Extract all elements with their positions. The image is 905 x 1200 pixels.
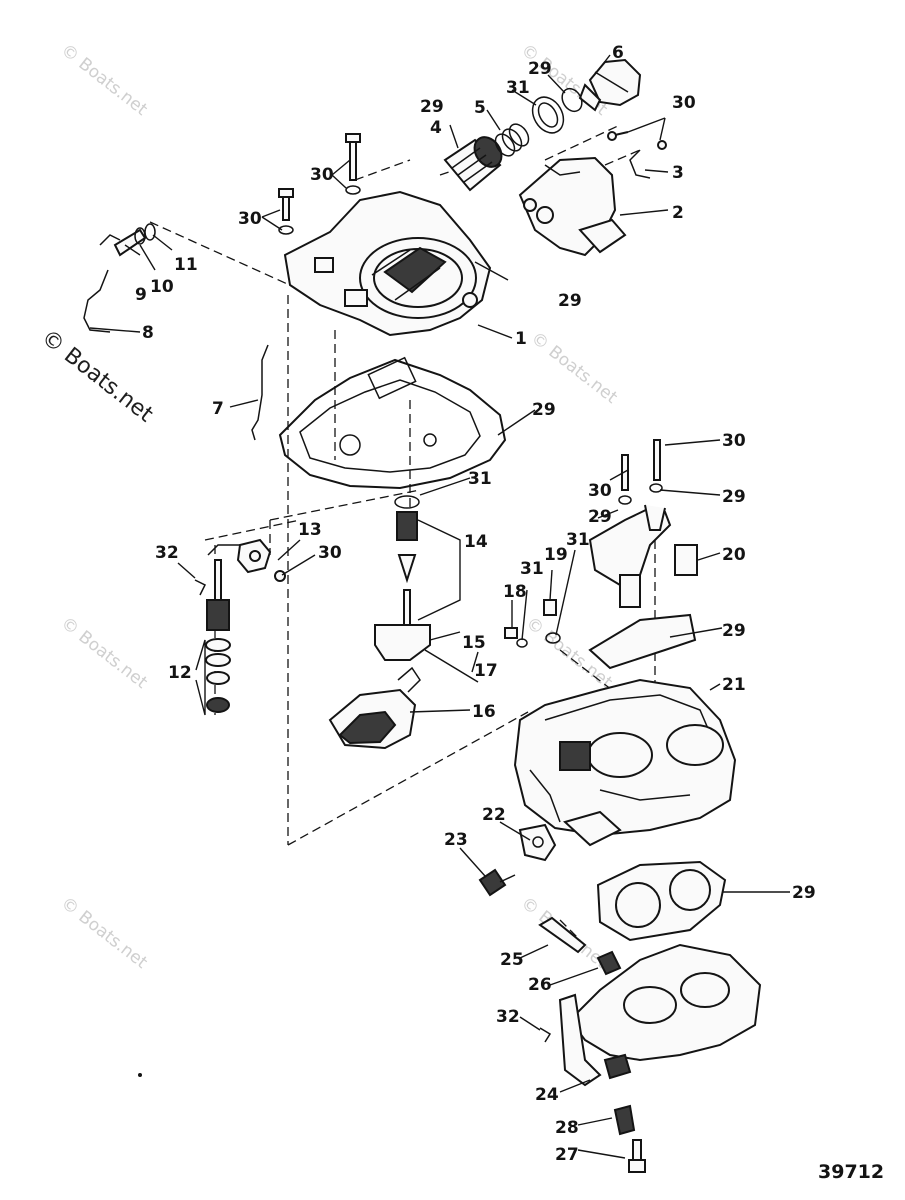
- watermark: © Boats.net: [57, 613, 151, 693]
- callout-24: 24: [535, 1085, 559, 1105]
- top-screws: [278, 131, 667, 235]
- callout-30: 30: [588, 481, 612, 501]
- callout-1: 1: [515, 329, 527, 349]
- hinge-pin-part: [424, 649, 479, 683]
- callout-31: 31: [520, 559, 544, 579]
- watermark: © Boats.net: [527, 328, 621, 408]
- callout-22: 22: [482, 805, 506, 825]
- callout-30: 30: [310, 165, 334, 185]
- link-rod-part: [251, 344, 269, 441]
- throttle-spring-part: [613, 1104, 636, 1136]
- float-bowl-part: [513, 678, 737, 847]
- callout-30: 30: [238, 209, 262, 229]
- watermark: © Boats.net: [57, 40, 151, 120]
- clip-part: [194, 579, 207, 596]
- stray-dot: [138, 1073, 142, 1077]
- callout-8: 8: [142, 323, 154, 343]
- pump-lever-part: [236, 538, 286, 582]
- callout-16: 16: [472, 702, 496, 722]
- callout-31: 31: [506, 78, 530, 98]
- callout-6: 6: [612, 43, 624, 63]
- callout-21: 21: [722, 675, 746, 695]
- assembly-lines: [149, 124, 656, 941]
- callout-19: 19: [544, 545, 568, 565]
- inlet-nut-part: [578, 58, 642, 112]
- air-horn-part: [283, 190, 492, 337]
- callout-30: 30: [318, 543, 342, 563]
- callout-30: 30: [672, 93, 696, 113]
- callout-7: 7: [212, 399, 224, 419]
- venturi-gasket-part: [588, 613, 697, 670]
- idle-spring-part: [596, 950, 622, 976]
- figure-number: 39712: [818, 1161, 884, 1183]
- filter-spring-part: [494, 123, 530, 157]
- callout-18: 18: [503, 582, 527, 602]
- bracket-clip-part: [629, 149, 651, 179]
- callout-25: 25: [500, 950, 524, 970]
- callout-30: 30: [722, 431, 746, 451]
- choke-rod-part: [83, 223, 156, 333]
- callout-29: 29: [558, 291, 582, 311]
- plate-part: [518, 823, 557, 862]
- float-part: [328, 666, 421, 750]
- callout-5: 5: [474, 98, 486, 118]
- watermark-dark: © Boats.net: [36, 325, 157, 428]
- idle-screw-part: [538, 916, 587, 954]
- clip-part: [539, 1027, 552, 1043]
- top-washers: [531, 87, 583, 134]
- leader-lines: [89, 54, 790, 1159]
- callout-27: 27: [555, 1145, 579, 1165]
- throttle-body-part: [558, 943, 762, 1087]
- callout-20: 20: [722, 545, 746, 565]
- callout-17: 17: [474, 661, 498, 681]
- callout-11: 11: [174, 255, 198, 275]
- callout-29: 29: [420, 97, 444, 117]
- callout-26: 26: [528, 975, 552, 995]
- venturi-cluster-part: [588, 439, 698, 608]
- callout-13: 13: [298, 520, 322, 540]
- pump-plunger-part: [205, 544, 240, 713]
- callout-29: 29: [588, 507, 612, 527]
- throttle-screw-part: [628, 1139, 646, 1173]
- float-bracket-part: [374, 624, 431, 661]
- callout-32: 32: [155, 543, 179, 563]
- callout-31: 31: [566, 530, 590, 550]
- fuel-inlet-housing-part: [518, 156, 627, 257]
- callout-29: 29: [722, 621, 746, 641]
- air-horn-gasket-part: [278, 356, 507, 490]
- callout-28: 28: [555, 1118, 579, 1138]
- callout-15: 15: [462, 633, 486, 653]
- callout-4: 4: [430, 118, 442, 138]
- adjust-screw-part: [478, 868, 516, 897]
- callout-10: 10: [150, 277, 174, 297]
- callout-32: 32: [496, 1007, 520, 1027]
- callout-29: 29: [722, 487, 746, 507]
- callout-29: 29: [792, 883, 816, 903]
- callout-29: 29: [532, 400, 556, 420]
- fuel-filter-part: [443, 136, 503, 192]
- watermark: © Boats.net: [57, 893, 151, 973]
- callout-12: 12: [168, 663, 192, 683]
- throttle-gasket-part: [596, 860, 727, 942]
- callouts: 1 2 3 4 5 6 7 8 9 10 11 12 13 14 15 16 1…: [135, 43, 816, 1165]
- callout-2: 2: [672, 203, 684, 223]
- callout-31: 31: [468, 469, 492, 489]
- callout-29: 29: [528, 59, 552, 79]
- small-plugs-part: [504, 599, 561, 648]
- callout-3: 3: [672, 163, 684, 183]
- callout-9: 9: [135, 285, 147, 305]
- needle-seat-part: [394, 495, 420, 626]
- callout-23: 23: [444, 830, 468, 850]
- callout-14: 14: [464, 532, 488, 552]
